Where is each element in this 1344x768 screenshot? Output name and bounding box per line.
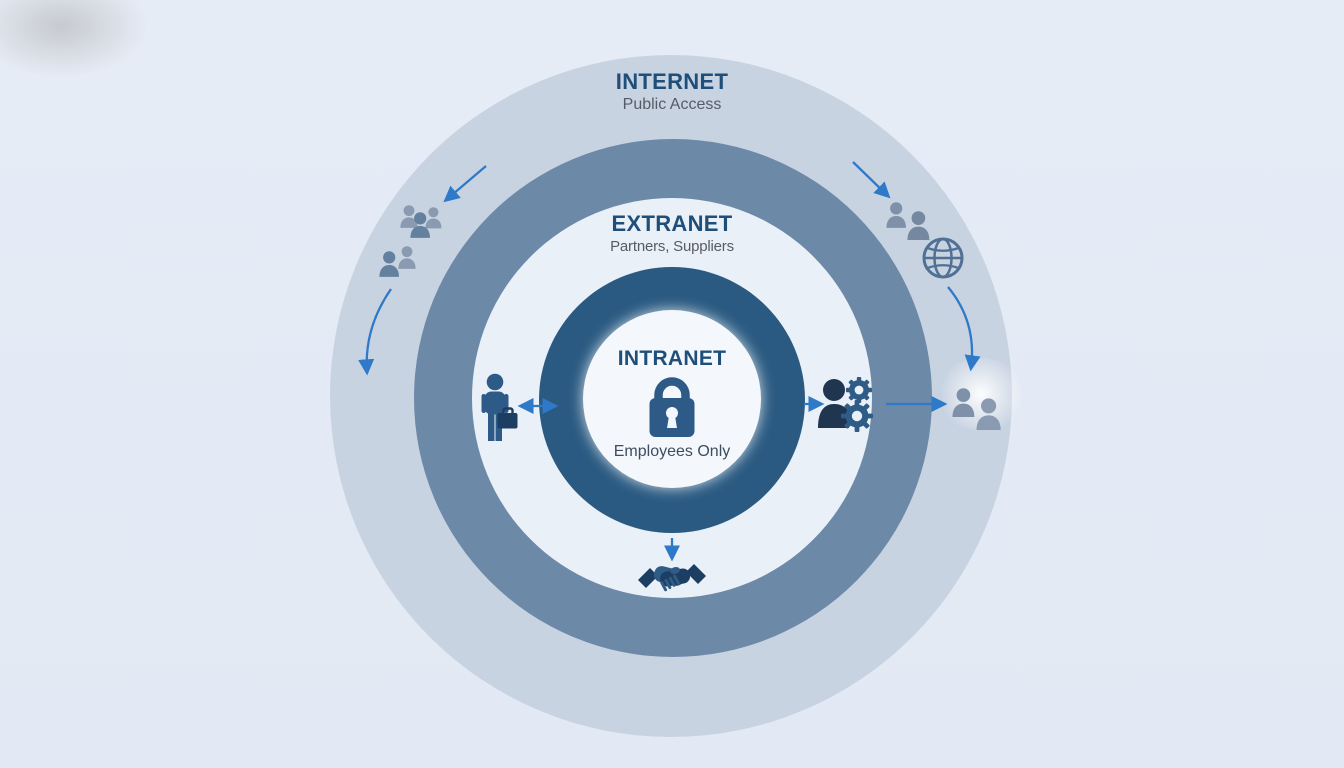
intranet-label: INTRANET (617, 347, 727, 370)
gear-small (846, 377, 872, 403)
gear-large (841, 400, 873, 432)
internet-label: INTERNET (615, 69, 729, 94)
users-pair-icon (952, 388, 1001, 431)
internet-sublabel: Public Access (622, 96, 722, 113)
lock-icon (649, 377, 695, 437)
person-briefcase-icon (481, 373, 518, 441)
extranet-label: EXTRANET (611, 211, 733, 236)
extranet-sublabel: Partners, Suppliers (610, 238, 734, 255)
team-group-2-icon (379, 246, 416, 277)
team-group-3-icon (400, 205, 442, 238)
intranet-sublabel: Employees Only (613, 443, 731, 460)
handshake-fingers (660, 574, 680, 592)
person-gears-icon (818, 377, 873, 432)
globe-icon (922, 237, 964, 279)
handshake-icon (638, 564, 706, 592)
